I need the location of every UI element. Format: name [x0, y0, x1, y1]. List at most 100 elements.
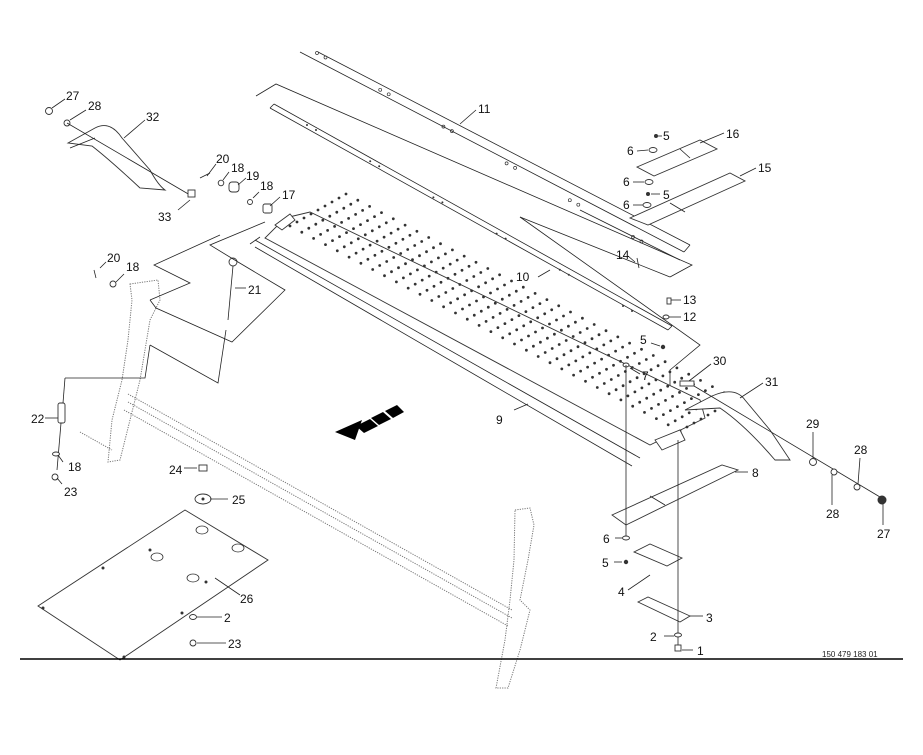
perforation-hole: [507, 293, 511, 297]
perforation-hole: [454, 311, 457, 315]
perforation-hole: [595, 386, 599, 389]
perforation-hole: [548, 322, 551, 326]
plate-15: [628, 172, 747, 226]
perforation-hole: [394, 241, 398, 245]
perforation-hole: [619, 398, 623, 402]
leader-line: [650, 342, 661, 347]
perforation-hole: [474, 260, 478, 264]
perforation-hole: [493, 301, 497, 305]
mounting-hole: [386, 92, 391, 97]
perforation-hole: [673, 419, 677, 423]
perforation-hole: [344, 192, 348, 196]
perforation-hole: [666, 423, 670, 427]
perforation-hole: [663, 360, 667, 364]
callout-27: 27: [66, 89, 80, 103]
clip-4: [632, 543, 684, 567]
callout-12: 12: [683, 310, 697, 324]
perforation-hole: [420, 278, 424, 282]
perforation-hole: [391, 217, 395, 221]
perforation-hole: [662, 413, 665, 416]
perforation-hole: [335, 249, 339, 253]
perforation-hole: [522, 324, 526, 328]
callout-20: 20: [107, 251, 121, 265]
perforation-hole: [534, 330, 537, 334]
perforation-hole: [423, 264, 426, 268]
perforation-hole: [621, 384, 625, 388]
perforation-hole: [529, 320, 533, 324]
mounting-hole: [622, 305, 624, 307]
perforation-hole: [413, 244, 417, 247]
perforation-hole: [600, 357, 603, 361]
perforation-hole: [638, 400, 642, 404]
perforation-hole: [521, 285, 525, 289]
perforation-hole: [678, 391, 681, 394]
perforation-hole: [427, 274, 431, 278]
perforation-hole: [602, 382, 606, 385]
perforation-hole: [514, 289, 518, 293]
callout-3: 3: [706, 611, 713, 625]
perforation-hole: [439, 280, 443, 284]
perforation-hole: [503, 283, 506, 287]
perforation-hole: [361, 247, 365, 251]
perforation-hole: [564, 339, 568, 342]
mounting-hole: [567, 198, 572, 203]
perforation-hole: [462, 254, 466, 258]
leader-line: [688, 363, 712, 382]
perforation-hole: [418, 292, 422, 296]
perforation-hole: [451, 287, 455, 290]
leader-line: [629, 367, 641, 375]
perforation-hole: [401, 237, 405, 241]
perforation-hole: [550, 308, 554, 312]
perforation-hole: [402, 276, 405, 280]
leader-line: [57, 454, 64, 463]
perforation-hole: [441, 266, 445, 270]
perforation-hole: [437, 295, 441, 298]
callout-31: 31: [765, 375, 779, 389]
perforation-hole: [579, 369, 582, 373]
perforation-hole: [448, 262, 452, 266]
perforation-hole: [439, 242, 442, 246]
callout-5: 5: [663, 129, 670, 143]
callout-9: 9: [496, 413, 503, 427]
perforation-hole: [331, 239, 334, 243]
callout-28: 28: [826, 507, 840, 521]
mounting-hole: [576, 202, 581, 207]
leader-line: [627, 574, 651, 591]
perforation-hole: [496, 287, 499, 291]
perforation-hole: [569, 310, 572, 314]
perforation-hole: [567, 363, 571, 367]
perforation-hole: [307, 226, 311, 230]
perforation-hole: [656, 364, 660, 368]
perforation-hole: [392, 256, 396, 259]
perforation-hole: [676, 405, 679, 408]
callout-4: 4: [618, 585, 625, 599]
perforation-hole: [685, 387, 688, 390]
perforation-hole: [387, 245, 391, 249]
perforation-hole: [598, 371, 601, 375]
perforation-hole: [505, 308, 509, 311]
perforation-hole: [356, 237, 360, 241]
perforation-hole: [633, 390, 637, 394]
leader-line: [123, 119, 146, 139]
perforation-hole: [347, 217, 350, 220]
perforation-hole: [491, 316, 495, 319]
perforation-hole: [543, 312, 547, 316]
perforation-hole: [477, 324, 481, 327]
perforation-hole: [354, 213, 357, 216]
perforation-hole: [607, 392, 611, 396]
callout-13: 13: [683, 293, 697, 307]
perforation-hole: [628, 380, 632, 384]
perforation-hole: [442, 305, 445, 309]
perforation-hole: [465, 279, 469, 282]
perforation-hole: [486, 267, 490, 270]
perforation-hole: [675, 366, 679, 370]
perforation-hole: [630, 366, 634, 369]
perforation-hole: [616, 335, 620, 339]
perforation-hole: [604, 329, 608, 333]
perforation-hole: [430, 260, 433, 264]
perforation-hole: [637, 362, 641, 365]
perforation-hole: [650, 407, 653, 410]
callout-20: 20: [216, 152, 230, 166]
leader-line: [237, 177, 247, 186]
perforation-hole: [489, 291, 492, 295]
